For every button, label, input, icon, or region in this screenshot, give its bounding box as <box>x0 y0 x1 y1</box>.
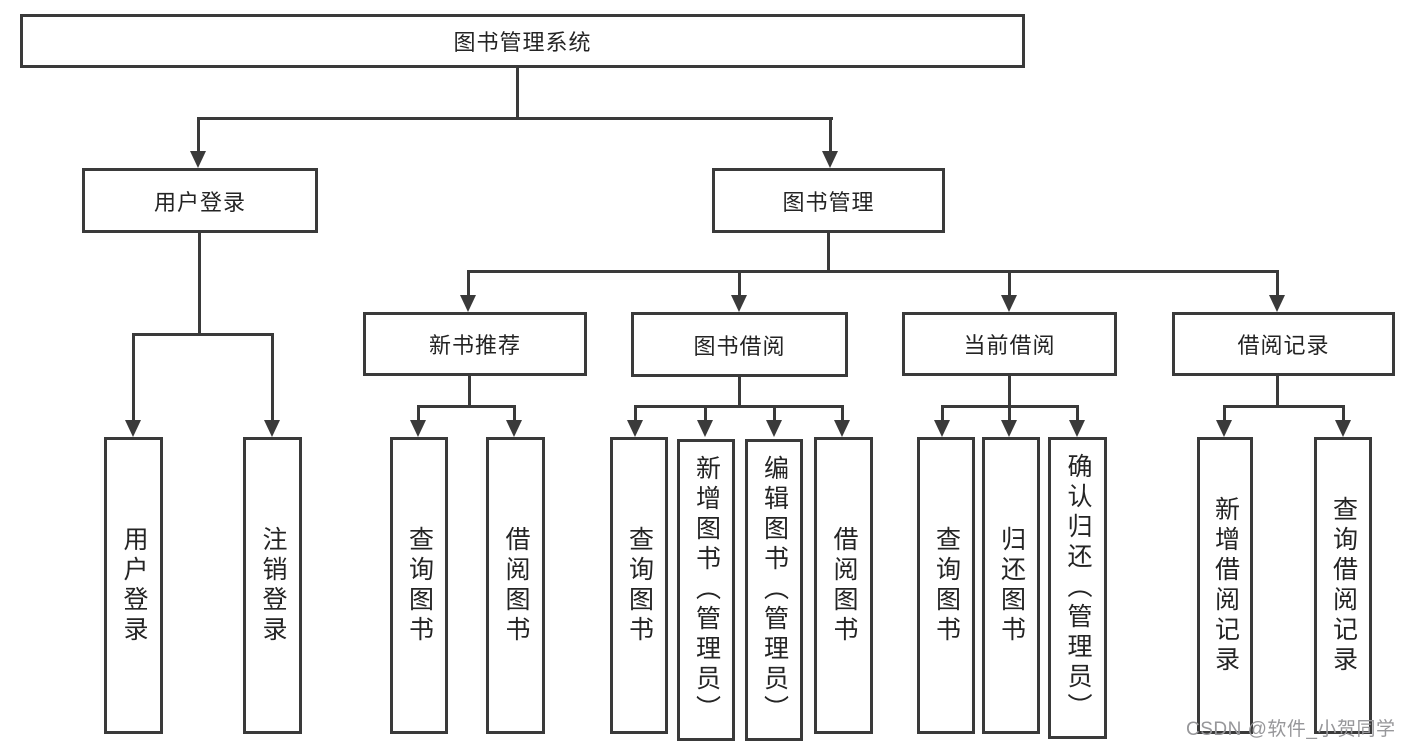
connector-line <box>467 270 1279 273</box>
node-label: 归还图书 <box>997 525 1026 646</box>
arrowhead-down-icon <box>1001 295 1017 312</box>
leaf-borrowing-query-books: 查询图书 <box>610 437 668 734</box>
connector-line <box>467 270 470 296</box>
node-new-book-recommend: 新书推荐 <box>363 312 587 376</box>
connector-line <box>468 376 471 408</box>
node-borrowing-records: 借阅记录 <box>1172 312 1395 376</box>
arrowhead-down-icon <box>506 420 522 437</box>
connector-line <box>1342 405 1345 420</box>
node-label: 查询借阅记录 <box>1329 495 1358 676</box>
node-label: 查询图书 <box>932 525 961 646</box>
connector-line <box>1076 405 1079 420</box>
node-label: 查询图书 <box>405 525 434 646</box>
connector-line <box>773 405 776 420</box>
node-label: 注销登录 <box>259 525 287 646</box>
arrowhead-down-icon <box>766 420 782 437</box>
arrowhead-down-icon <box>627 420 643 437</box>
node-label: 图书管理系统 <box>453 30 592 55</box>
connector-line <box>132 333 274 336</box>
connector-line <box>704 405 707 420</box>
node-book-borrowing: 图书借阅 <box>631 312 848 377</box>
node-label: 借阅记录 <box>1237 333 1330 358</box>
connector-line <box>829 117 832 152</box>
arrowhead-down-icon <box>934 420 950 437</box>
leaf-confirm-return-admin: 确认归还（管理员） <box>1048 437 1107 739</box>
arrowhead-down-icon <box>190 151 206 168</box>
leaf-current-query-books: 查询图书 <box>917 437 975 734</box>
leaf-borrow-books: 借阅图书 <box>814 437 873 734</box>
arrowhead-down-icon <box>731 295 747 312</box>
connector-line <box>738 377 741 408</box>
arrowhead-down-icon <box>1269 295 1285 312</box>
connector-line <box>1223 405 1344 408</box>
connector-line <box>198 233 201 335</box>
node-user-login: 用户登录 <box>82 168 318 233</box>
leaf-query-borrow-record: 查询借阅记录 <box>1314 437 1372 734</box>
connector-line <box>1276 376 1279 408</box>
leaf-add-books-admin: 新增图书（管理员） <box>677 439 735 741</box>
node-label: 借阅图书 <box>502 525 530 646</box>
connector-line <box>417 405 420 420</box>
connector-line <box>197 117 200 152</box>
arrowhead-down-icon <box>697 420 713 437</box>
node-label: 用户登录 <box>153 189 246 215</box>
connector-line <box>1008 405 1011 420</box>
connector-line <box>841 405 844 420</box>
connector-line <box>1276 270 1279 296</box>
connector-line <box>941 405 944 420</box>
connector-line <box>827 233 830 273</box>
node-label: 查询图书 <box>625 525 654 646</box>
node-label: 图书借阅 <box>693 333 786 359</box>
arrowhead-down-icon <box>460 295 476 312</box>
connector-line <box>634 405 637 420</box>
leaf-recommend-borrow-books: 借阅图书 <box>486 437 545 734</box>
leaf-user-login: 用户登录 <box>104 437 163 734</box>
connector-line <box>513 405 516 420</box>
arrowhead-down-icon <box>125 420 141 437</box>
arrowhead-down-icon <box>822 151 838 168</box>
leaf-add-borrow-record: 新增借阅记录 <box>1197 437 1253 734</box>
node-label: 借阅图书 <box>830 525 858 646</box>
connector-line <box>1008 376 1011 408</box>
arrowhead-down-icon <box>410 420 426 437</box>
connector-line <box>1008 270 1011 296</box>
arrowhead-down-icon <box>1216 420 1232 437</box>
node-label: 用户登录 <box>120 525 148 646</box>
node-label: 新增借阅记录 <box>1211 495 1240 676</box>
arrowhead-down-icon <box>264 420 280 437</box>
node-current-borrowing: 当前借阅 <box>902 312 1117 376</box>
connector-line <box>738 270 741 296</box>
leaf-recommend-query-books: 查询图书 <box>390 437 448 734</box>
node-library-management-system: 图书管理系统 <box>20 14 1025 68</box>
connector-line <box>1223 405 1226 420</box>
connector-line <box>132 333 135 420</box>
node-book-management: 图书管理 <box>712 168 945 233</box>
node-label: 新书推荐 <box>428 333 521 358</box>
arrowhead-down-icon <box>834 420 850 437</box>
node-label: 当前借阅 <box>963 333 1056 358</box>
node-label: 编辑图书（管理员） <box>760 455 789 725</box>
connector-line <box>271 333 274 420</box>
connector-line <box>516 68 519 118</box>
arrowhead-down-icon <box>1069 420 1085 437</box>
connector-line <box>197 117 833 120</box>
leaf-return-books: 归还图书 <box>982 437 1040 734</box>
node-label: 确认归还（管理员） <box>1064 453 1092 723</box>
leaf-edit-books-admin: 编辑图书（管理员） <box>745 439 803 741</box>
node-label: 图书管理 <box>782 189 875 215</box>
arrowhead-down-icon <box>1001 420 1017 437</box>
node-label: 新增图书（管理员） <box>692 455 721 725</box>
connector-line <box>634 405 844 408</box>
leaf-logout: 注销登录 <box>243 437 302 734</box>
arrowhead-down-icon <box>1335 420 1351 437</box>
csdn-watermark: CSDN @软件_小贺同学 <box>1186 719 1396 740</box>
connector-line <box>417 405 516 408</box>
